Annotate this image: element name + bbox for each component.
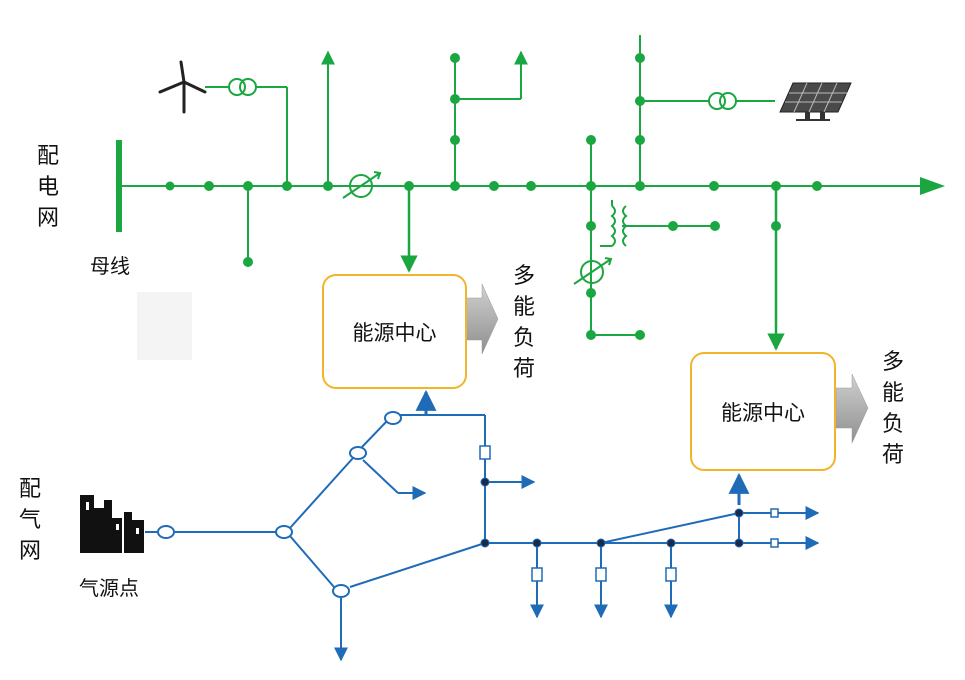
power-node bbox=[450, 53, 460, 63]
power-node bbox=[165, 181, 175, 191]
solar-panel-icon bbox=[779, 82, 852, 121]
blank-area bbox=[137, 292, 192, 360]
energy-center-2: 能源中心 bbox=[690, 352, 836, 471]
energy-center-1: 能源中心 bbox=[322, 274, 467, 389]
power-node bbox=[668, 221, 678, 231]
gas-source-label: 气源点 bbox=[79, 576, 139, 600]
power-node bbox=[635, 181, 645, 191]
phase-shifter-icon bbox=[342, 171, 382, 199]
power-node bbox=[635, 135, 645, 145]
transformer-icon bbox=[228, 78, 257, 96]
power-node bbox=[812, 181, 822, 191]
power-node bbox=[586, 330, 596, 340]
gas-node bbox=[596, 538, 606, 548]
gas-junctions bbox=[157, 411, 402, 598]
power-node bbox=[450, 94, 460, 104]
valve-icons bbox=[479, 445, 779, 582]
gas-junction bbox=[349, 446, 367, 460]
power-node bbox=[323, 181, 333, 191]
power-node bbox=[450, 135, 460, 145]
load-arrow-icon bbox=[835, 373, 869, 444]
load-arrow-icon bbox=[465, 283, 499, 355]
power-node bbox=[404, 181, 414, 191]
valve-icon bbox=[479, 445, 491, 460]
gas-node bbox=[734, 508, 744, 518]
power-node bbox=[709, 181, 719, 191]
busbar-label: 母线 bbox=[90, 254, 130, 278]
grid-label: 配 电 网 bbox=[36, 144, 59, 231]
energy-center-2-label: 能源中心 bbox=[721, 400, 805, 425]
power-node bbox=[204, 181, 214, 191]
transformer-icon bbox=[708, 92, 737, 110]
gas-node bbox=[734, 538, 744, 548]
power-node bbox=[243, 257, 253, 267]
multi-energy-load-label-1: 多 能 负 荷 bbox=[512, 264, 535, 382]
gas-junction bbox=[157, 525, 175, 539]
transformer-icon bbox=[600, 200, 628, 247]
gas-source-icon bbox=[80, 495, 144, 553]
valve-icon bbox=[531, 567, 543, 582]
phase-shifter-icon bbox=[573, 257, 613, 285]
power-node bbox=[586, 221, 596, 231]
power-node bbox=[450, 181, 460, 191]
power-node bbox=[635, 53, 645, 63]
gas-node bbox=[532, 538, 542, 548]
valve-icon bbox=[665, 567, 677, 582]
power-node bbox=[282, 181, 292, 191]
power-node bbox=[243, 181, 253, 191]
gas-node bbox=[666, 538, 676, 548]
gas-network bbox=[145, 389, 820, 662]
gas-junction bbox=[384, 411, 402, 425]
power-node bbox=[526, 181, 536, 191]
power-node bbox=[586, 181, 596, 191]
gas-node bbox=[480, 538, 490, 548]
power-nodes bbox=[165, 53, 822, 340]
gas-nodes bbox=[480, 477, 744, 548]
valve-icon bbox=[770, 508, 779, 518]
gas-node bbox=[480, 477, 490, 487]
gas-junction bbox=[275, 525, 293, 539]
main-feeder-arrow bbox=[920, 177, 945, 195]
valve-icon bbox=[595, 567, 607, 582]
power-node bbox=[771, 221, 781, 231]
power-node bbox=[771, 181, 781, 191]
gas-network-label: 配 气 网 bbox=[18, 477, 41, 564]
power-node bbox=[710, 221, 720, 231]
valve-icon bbox=[770, 538, 779, 548]
multi-energy-load-label-2: 多 能 负 荷 bbox=[881, 350, 904, 468]
wind-turbine-icon bbox=[158, 60, 207, 114]
power-node bbox=[635, 96, 645, 106]
power-node bbox=[489, 181, 499, 191]
power-node bbox=[586, 135, 596, 145]
power-node bbox=[586, 288, 596, 298]
power-node bbox=[635, 330, 645, 340]
energy-center-1-label: 能源中心 bbox=[352, 320, 437, 345]
gas-junction bbox=[332, 584, 350, 598]
